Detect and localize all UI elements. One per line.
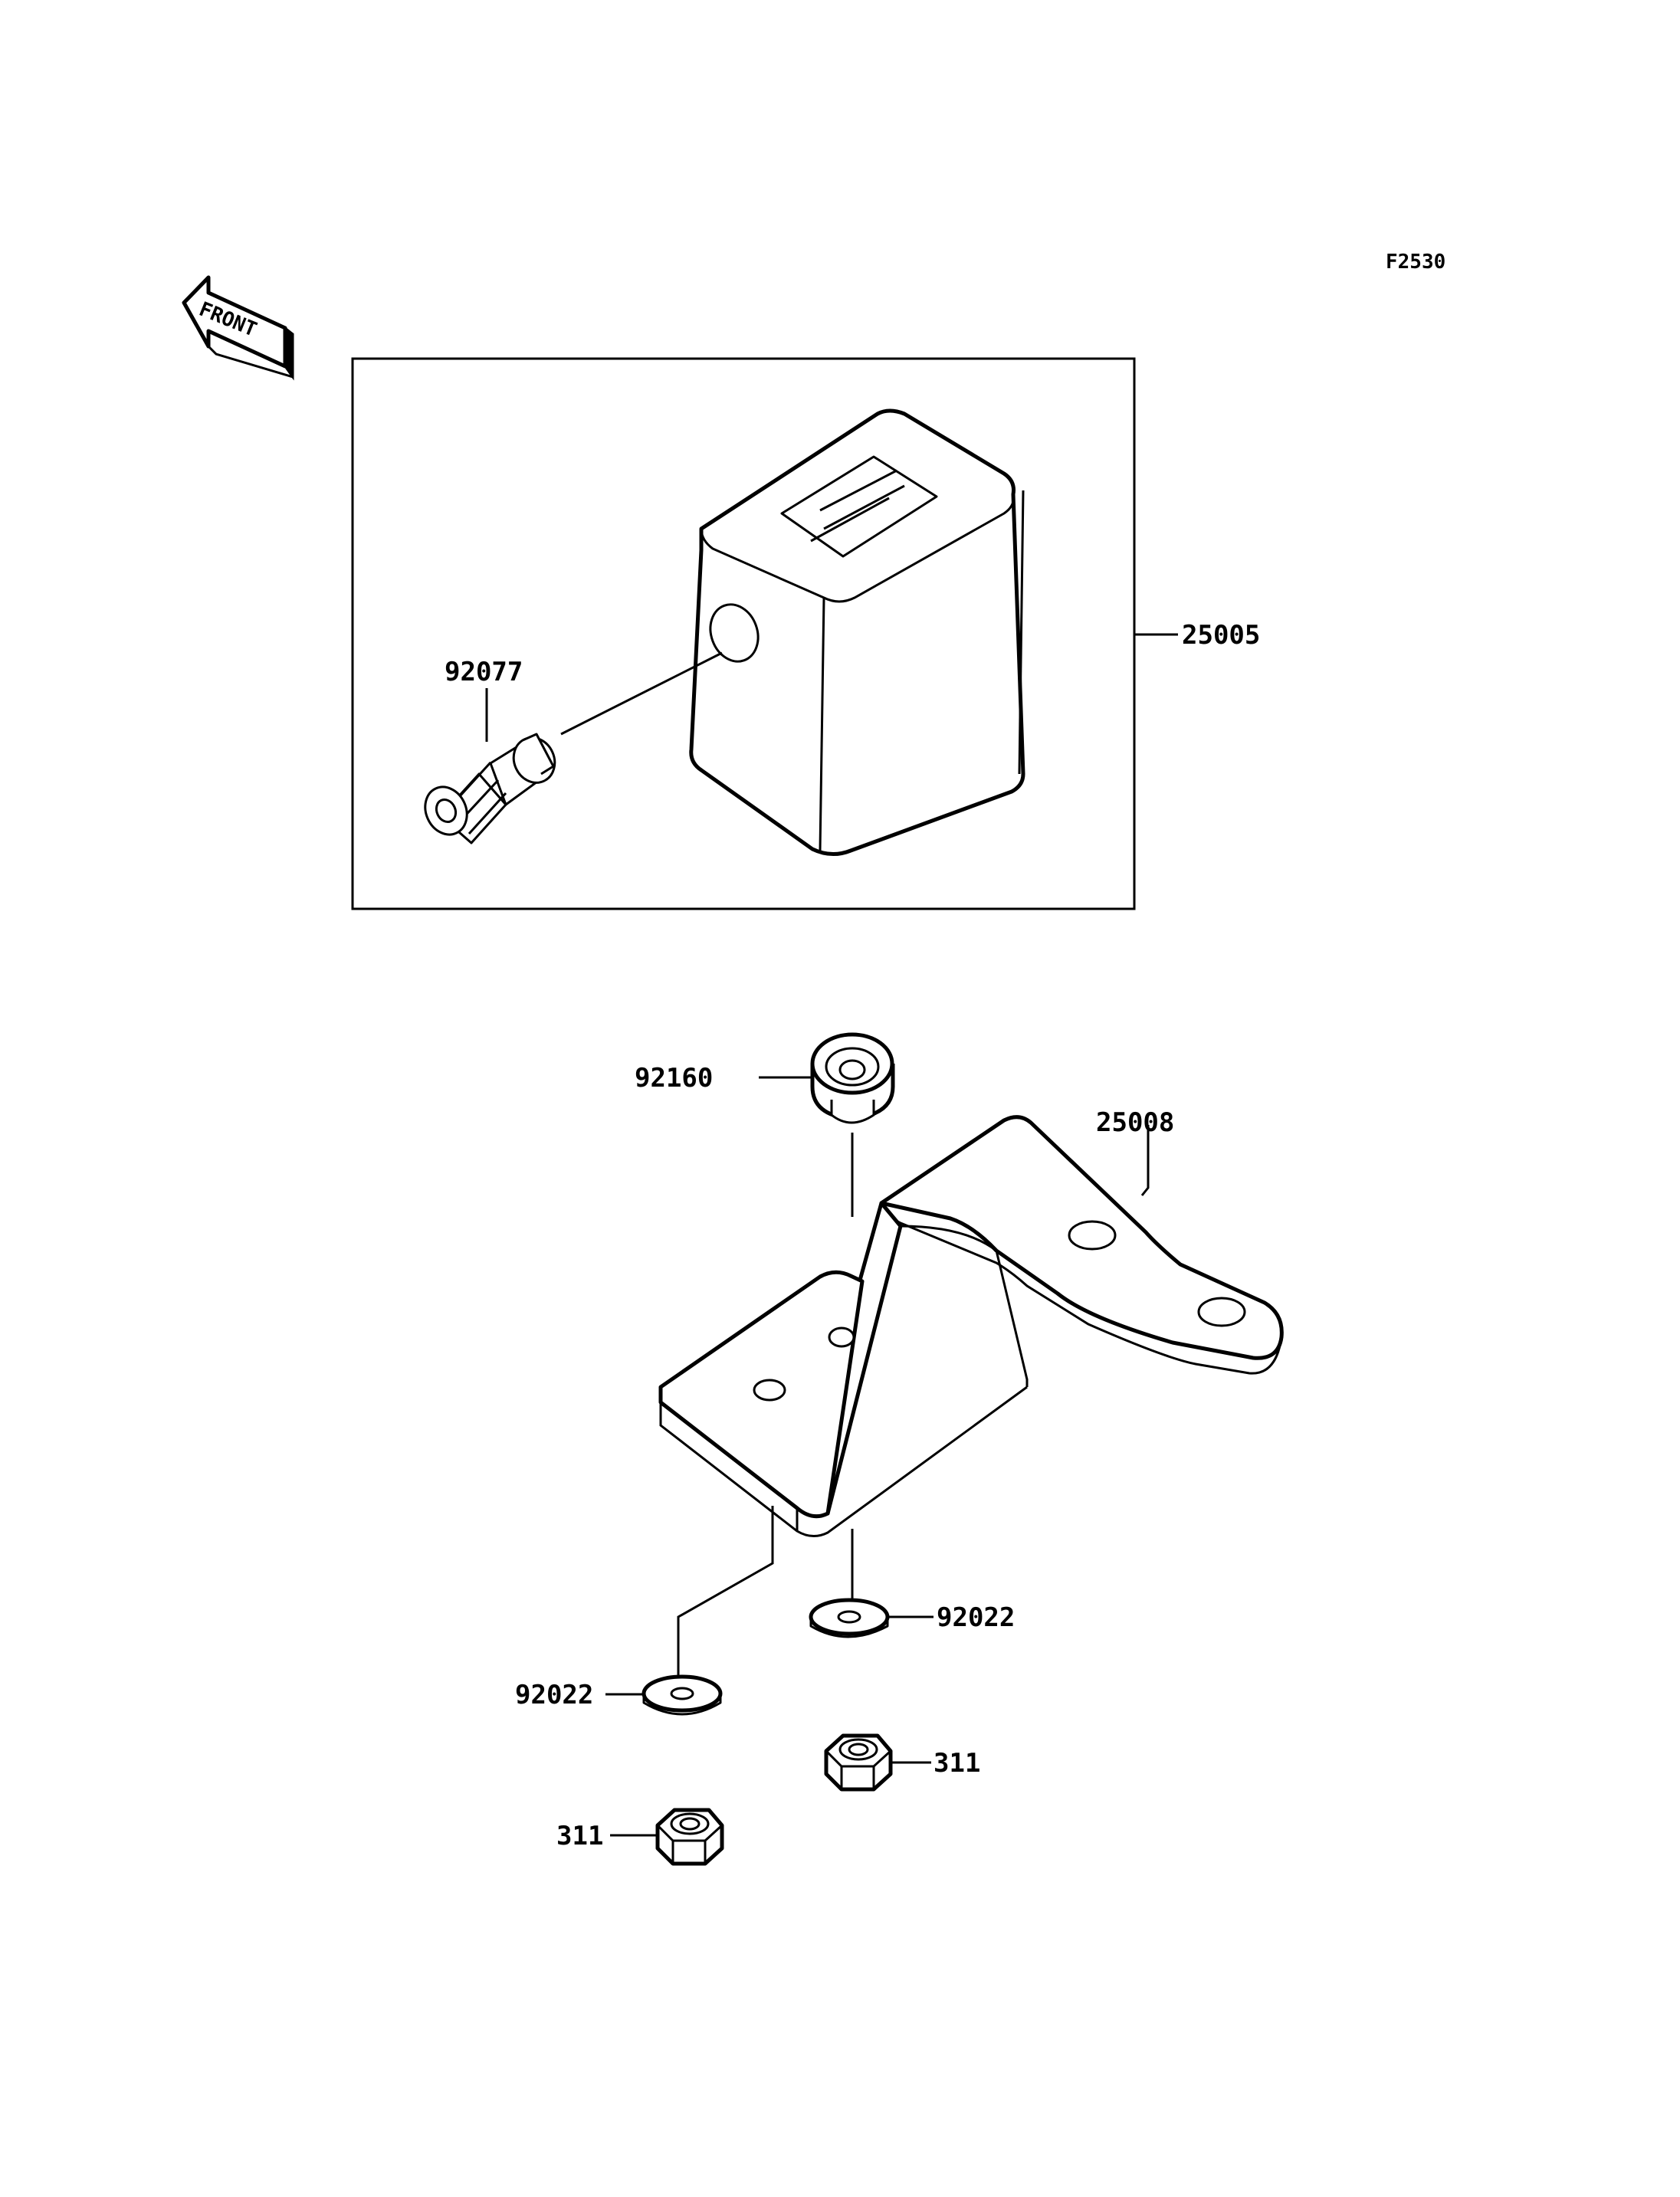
bracket-hole-icon — [828, 1326, 855, 1348]
label-92160: 92160 — [635, 1063, 713, 1094]
label-311-right: 311 — [934, 1748, 980, 1779]
label-92022-right: 92022 — [937, 1602, 1015, 1633]
label-92022-left: 92022 — [515, 1680, 593, 1710]
label-25008: 25008 — [1096, 1107, 1174, 1138]
washer-left-guide — [677, 1506, 774, 1678]
meter-knob-icon — [424, 733, 556, 844]
bracket-hole-icon — [1068, 1220, 1117, 1251]
bracket-hole-icon — [1197, 1297, 1246, 1327]
bracket-hole-icon — [753, 1379, 786, 1402]
leader-knob-line — [560, 651, 723, 736]
display-window-icon — [780, 455, 938, 558]
knob-hole-icon — [709, 603, 760, 663]
label-92077: 92077 — [445, 657, 523, 687]
washer-left-icon — [641, 1674, 723, 1716]
front-direction-arrow-icon: FRONT — [182, 275, 294, 381]
nut-right-icon — [824, 1733, 893, 1792]
nut-left-icon — [655, 1808, 724, 1866]
leader-25008 — [1140, 1125, 1150, 1196]
label-25005: 25005 — [1182, 620, 1260, 651]
meter-box — [689, 408, 1025, 856]
meter-bracket-icon — [658, 1115, 1284, 1537]
grommet-icon — [810, 1032, 895, 1124]
washer-right-icon — [809, 1598, 890, 1638]
label-311-left: 311 — [556, 1821, 603, 1851]
figure-code: F2530 — [1386, 251, 1445, 274]
